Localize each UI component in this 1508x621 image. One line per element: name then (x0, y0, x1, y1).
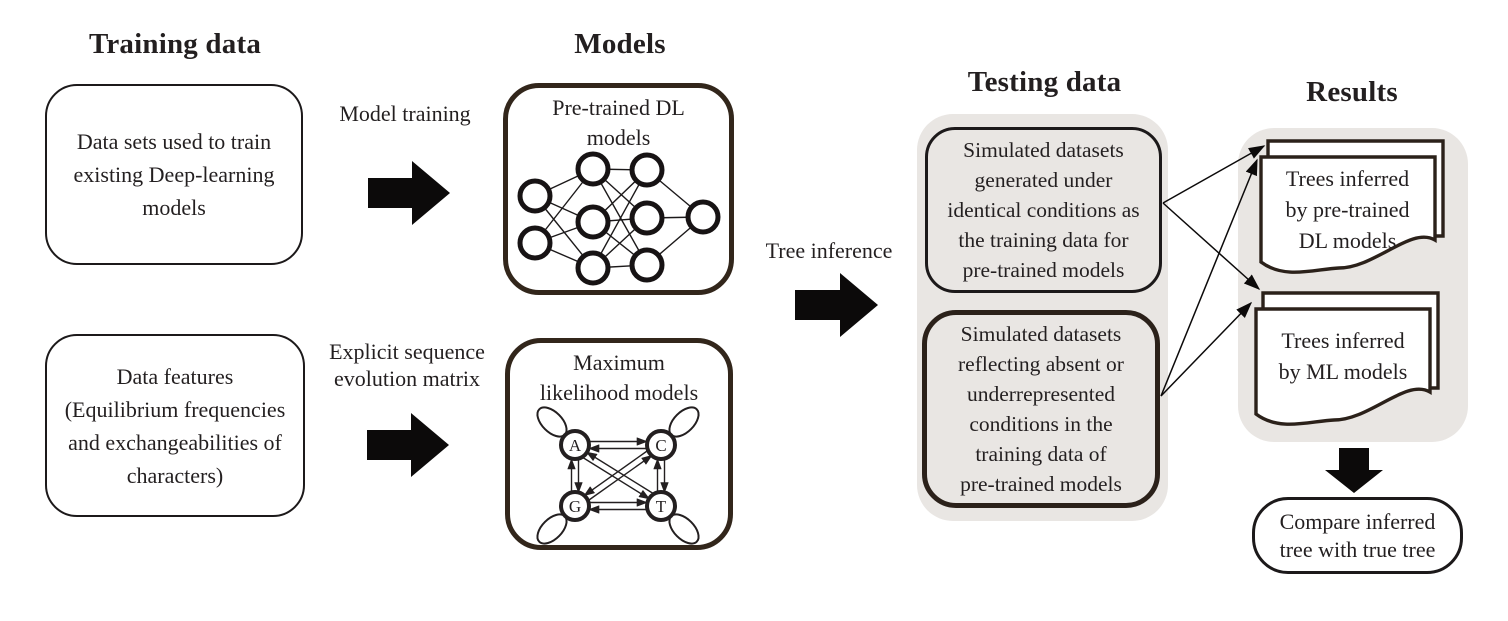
arrow-right-icon (367, 413, 449, 477)
arrow-down-icon (1325, 448, 1383, 493)
arrow-right-icon (368, 161, 450, 225)
models-header: Models (574, 28, 666, 60)
testing-data-header: Testing data (967, 66, 1122, 98)
explicit-matrix-label: Explicit sequence evolution matrix (329, 339, 485, 391)
compare-tree-box: Compare inferred tree with true tree (1252, 497, 1463, 574)
model-training-label: Model training (339, 101, 471, 126)
arrow-right-icon (795, 273, 878, 337)
tree-inference-label: Tree inference (765, 238, 893, 263)
results-header: Results (1306, 76, 1398, 108)
training-data-header: Training data (88, 28, 262, 60)
pretrained-dl-title: Pre-trained DL models (552, 95, 685, 150)
training-datasets-box: Data sets used to train existing Deep-le… (45, 84, 303, 265)
testing-identical-box: Simulated datasets generated under ident… (925, 127, 1162, 293)
doc-dl-text: Trees inferred by pre-trained DL models (1285, 166, 1410, 253)
doc-ml-text: Trees inferred by ML models (1278, 327, 1408, 384)
data-features-box: Data features (Equilibrium frequencies a… (45, 334, 305, 517)
ml-models-title: Maximum likelihood models (539, 350, 699, 405)
testing-absent-box: Simulated datasets reflecting absent or … (922, 310, 1160, 508)
